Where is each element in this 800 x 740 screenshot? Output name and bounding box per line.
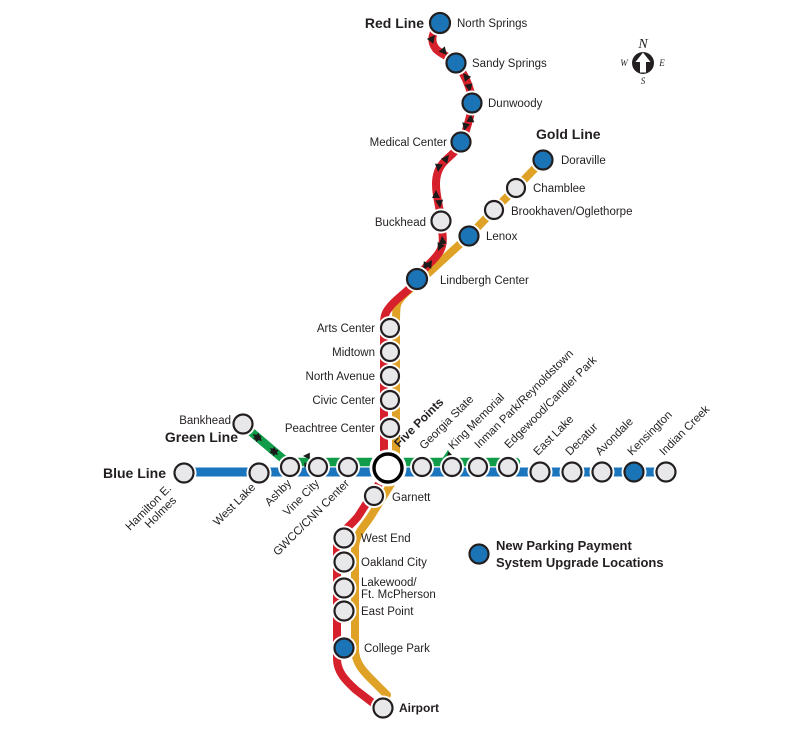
compass-e: E xyxy=(658,58,665,68)
label-north-springs: North Springs xyxy=(457,18,528,30)
station-buckhead xyxy=(428,208,454,234)
label-civic-center: Civic Center xyxy=(312,395,375,407)
station-lindbergh-center xyxy=(404,266,430,292)
label-midtown: Midtown xyxy=(332,347,375,359)
label-lindbergh-center: Lindbergh Center xyxy=(440,275,529,287)
station-avondale xyxy=(589,459,615,485)
label-dunwoody: Dunwoody xyxy=(488,98,543,110)
station-peachtree-center xyxy=(378,416,402,440)
station-edgewood xyxy=(496,455,520,479)
station-garnett xyxy=(362,484,386,508)
label-arts-center: Arts Center xyxy=(317,323,375,335)
station-north-avenue xyxy=(378,364,402,388)
label-medical-center: Medical Center xyxy=(370,137,448,149)
station-indian-creek xyxy=(653,459,679,485)
station-lakewood xyxy=(331,575,357,601)
legend-upgrade-dot xyxy=(468,543,490,565)
station-east-point xyxy=(331,598,357,624)
label-doraville: Doraville xyxy=(561,155,606,167)
station-five-points xyxy=(369,449,407,487)
station-dunwoody xyxy=(459,90,485,116)
station-sandy-springs xyxy=(443,50,469,76)
station-inman-park xyxy=(466,455,490,479)
legend: New Parking Payment System Upgrade Locat… xyxy=(468,538,664,570)
label-north-avenue: North Avenue xyxy=(306,371,375,383)
station-north-springs xyxy=(427,10,453,36)
station-midtown xyxy=(378,340,402,364)
station-brookhaven xyxy=(482,198,506,222)
station-ashby xyxy=(278,455,302,479)
green-line-label: Green Line xyxy=(165,429,238,445)
gold-line-label: Gold Line xyxy=(536,126,601,142)
label-chamblee: Chamblee xyxy=(533,183,585,195)
label-peachtree-center: Peachtree Center xyxy=(285,423,375,435)
label-east-point: East Point xyxy=(361,606,414,618)
label-garnett: Garnett xyxy=(392,492,431,504)
station-vine-city xyxy=(306,455,330,479)
station-east-lake xyxy=(527,459,553,485)
station-bankhead xyxy=(230,411,256,437)
legend-text-line2: System Upgrade Locations xyxy=(496,555,664,570)
blue-line-label: Blue Line xyxy=(103,465,166,481)
station-kensington xyxy=(621,459,647,485)
legend-text-line1: New Parking Payment xyxy=(496,538,632,553)
label-airport: Airport xyxy=(399,701,439,715)
station-lenox xyxy=(456,223,482,249)
station-west-end xyxy=(331,525,357,551)
station-king-memorial xyxy=(440,455,464,479)
label-west-end: West End xyxy=(361,533,411,545)
label-lakewood-line2: Ft. McPherson xyxy=(361,589,436,601)
label-oakland-city: Oakland City xyxy=(361,557,427,569)
station-arts-center xyxy=(378,316,402,340)
label-buckhead: Buckhead xyxy=(375,217,426,229)
station-labels: Red Line Gold Line Green Line Blue Line … xyxy=(103,15,712,715)
station-oakland-city xyxy=(331,549,357,575)
compass-n: N xyxy=(637,37,648,52)
station-college-park xyxy=(331,635,357,661)
red-line-label: Red Line xyxy=(365,15,424,31)
label-sandy-springs: Sandy Springs xyxy=(472,58,547,70)
station-hamilton-e-holmes xyxy=(171,460,197,486)
label-brookhaven: Brookhaven/Oglethorpe xyxy=(511,206,632,218)
label-lenox: Lenox xyxy=(486,231,518,243)
station-civic-center xyxy=(378,388,402,412)
stations xyxy=(171,10,679,721)
station-doraville xyxy=(530,147,556,173)
station-georgia-state xyxy=(410,455,434,479)
station-chamblee xyxy=(504,176,528,200)
station-gwcc-cnn-center xyxy=(336,455,360,479)
station-decatur xyxy=(559,459,585,485)
label-lakewood-line1: Lakewood/ xyxy=(361,577,417,589)
station-west-lake xyxy=(246,460,272,486)
station-medical-center xyxy=(448,129,474,155)
station-airport xyxy=(370,695,396,721)
compass-rose: N W E S xyxy=(620,37,665,86)
label-college-park: College Park xyxy=(364,643,430,655)
compass-w: W xyxy=(620,58,629,68)
compass-north-arrow-icon xyxy=(635,52,651,73)
compass-s: S xyxy=(641,76,646,86)
label-west-lake: West Lake xyxy=(211,482,258,529)
label-bankhead: Bankhead xyxy=(179,415,231,427)
